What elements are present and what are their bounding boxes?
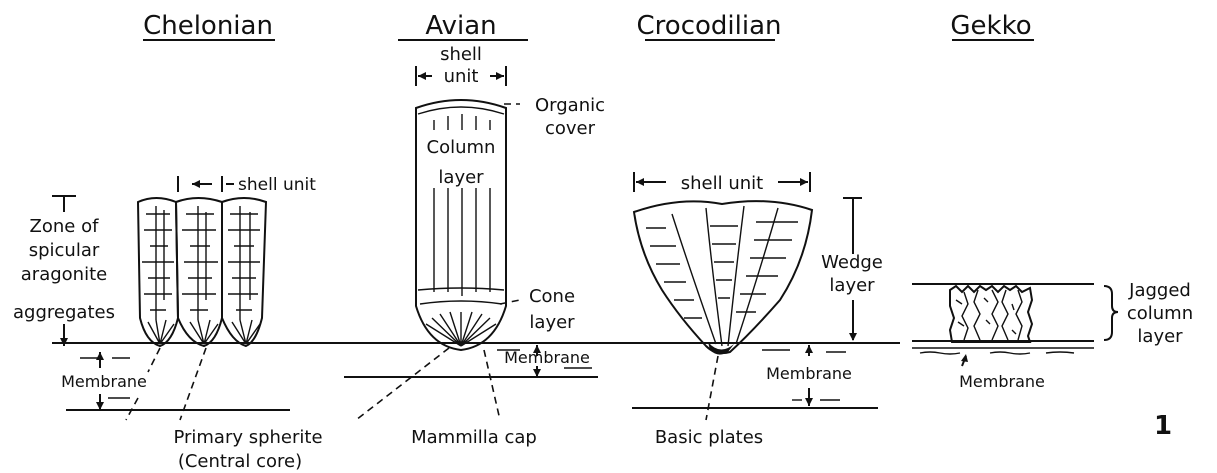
gekko-jagged-columns [950,286,1032,342]
zone-label-line2: spicular [29,240,100,261]
gekko-membrane-label: Membrane [959,372,1045,391]
cone-layer-label-line1: Cone [529,286,575,307]
basic-plates-leader [706,356,718,420]
basic-plates-label: Basic plates [655,427,763,448]
jagged-column-label-line3: layer [1137,326,1183,347]
crocodilian-title: Crocodilian [637,11,782,41]
gekko-title: Gekko [950,11,1031,41]
wedge-layer-label-line2: layer [829,275,875,296]
crocodilian-shell-unit [634,201,812,354]
avian-shell-label-line1: shell [440,44,482,65]
crocodilian-panel: Crocodilian shell unit Wedge layer [632,11,883,448]
primary-spherite-label-line1: Primary spherite [173,427,322,448]
column-layer-label-line2: layer [438,167,484,188]
gekko-membrane [912,348,1094,366]
organic-cover-label-line1: Organic [535,95,605,116]
zone-label-line4: aggregates [13,302,115,323]
wedge-layer-label-line1: Wedge [821,252,883,273]
chelonian-membrane-label: Membrane [61,372,147,391]
avian-membrane-label: Membrane [504,348,590,367]
chelonian-shell-unit-label: shell unit [238,175,316,195]
primary-spherite-label-line2: (Central core) [178,451,302,472]
zone-label-line1: Zone of [30,216,100,237]
jagged-column-label-line1: Jagged [1128,280,1191,301]
zone-label-line3: aragonite [21,264,107,285]
avian-shell-label-line2: unit [444,66,479,87]
organic-cover-label-line2: cover [545,118,596,139]
chelonian-shell-unit-marker [178,176,234,192]
avian-title: Avian [425,11,496,41]
avian-spherite-leader [356,348,449,420]
gekko-panel: Gekko Jagged column layer Membrane 1 [912,11,1193,441]
crocodilian-membrane-label: Membrane [766,364,852,383]
crocodilian-shell-unit-label: shell unit [681,173,763,194]
cone-layer-leader [500,300,520,304]
figure-number: 1 [1154,411,1172,441]
jagged-column-bracket [1104,286,1118,340]
jagged-column-label-line2: column [1127,303,1193,324]
chelonian-title: Chelonian [143,11,273,41]
chelonian-shell-units [138,198,266,346]
mammilla-cap-label: Mammilla cap [411,427,537,448]
chelonian-panel: Chelonian shell unit Zone of spicular ar… [13,11,323,472]
mammilla-cap-leader [484,350,500,420]
avian-panel: Avian shell unit Column layer Organic co… [344,11,605,448]
cone-layer-label-line2: layer [529,312,575,333]
column-layer-label-line1: Column [427,137,496,158]
